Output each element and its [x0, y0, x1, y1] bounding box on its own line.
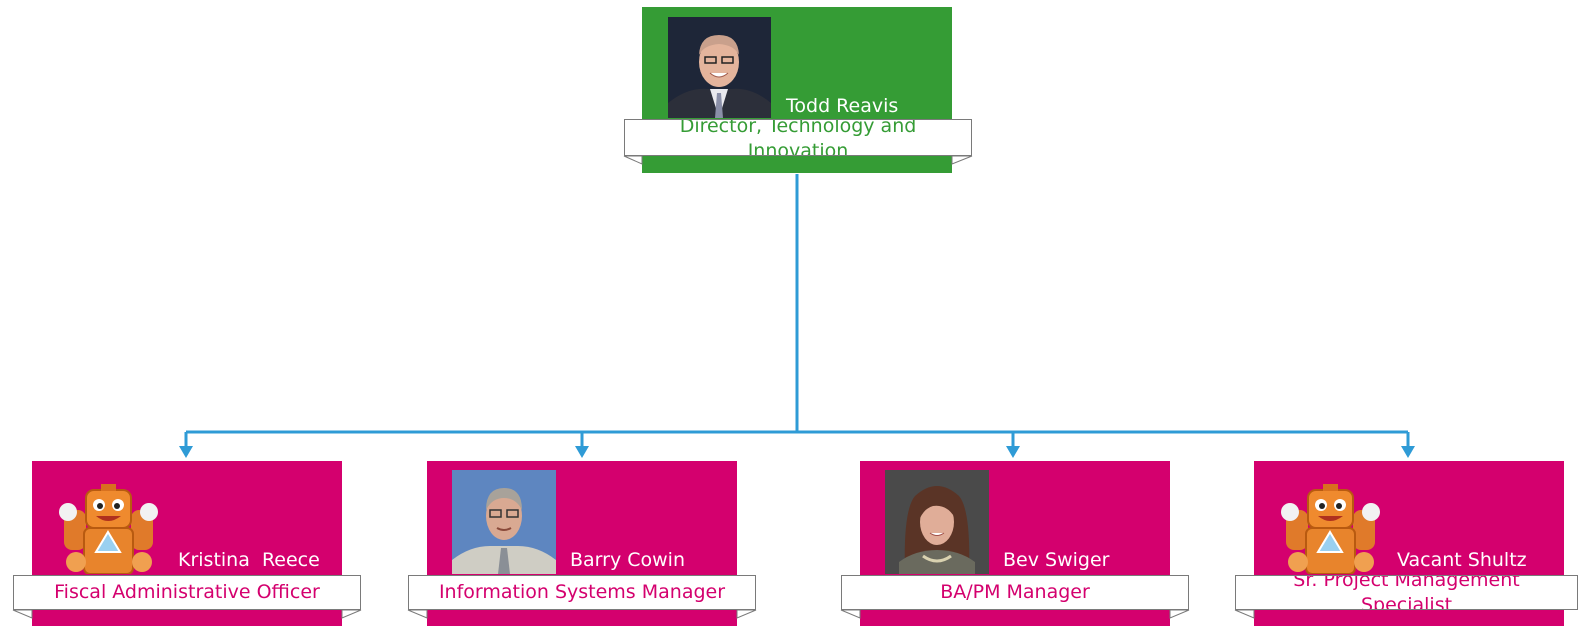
report-2-title: Information Systems Manager [408, 575, 756, 610]
director-name: Todd Reavis [786, 95, 899, 117]
connector-arrow [575, 446, 589, 458]
report-4-name: Vacant Shultz [1397, 549, 1527, 571]
director-photo [668, 17, 771, 118]
director-title: Director, Technology and Innovation [624, 119, 972, 156]
report-3-name: Bev Swiger [1003, 549, 1110, 571]
report-2-photo [452, 470, 556, 574]
report-1-title: Fiscal Administrative Officer [13, 575, 361, 610]
connector-arrow [1401, 446, 1415, 458]
director-title-text: Director, Technology and Innovation [679, 119, 917, 156]
connector-arrow [1006, 446, 1020, 458]
report-2-name: Barry Cowin [570, 549, 686, 571]
connector-arrow [179, 446, 193, 458]
report-1-mascot-image [56, 470, 161, 574]
report-1-name: Kristina Reece [178, 549, 320, 571]
report-4-title-text: Sr. Project Management Specialist [1293, 575, 1520, 610]
report-4-mascot-image [1278, 470, 1383, 574]
report-3-title: BA/PM Manager [841, 575, 1189, 610]
report-3-photo [885, 470, 989, 574]
report-4-title: Sr. Project Management Specialist [1235, 575, 1578, 610]
